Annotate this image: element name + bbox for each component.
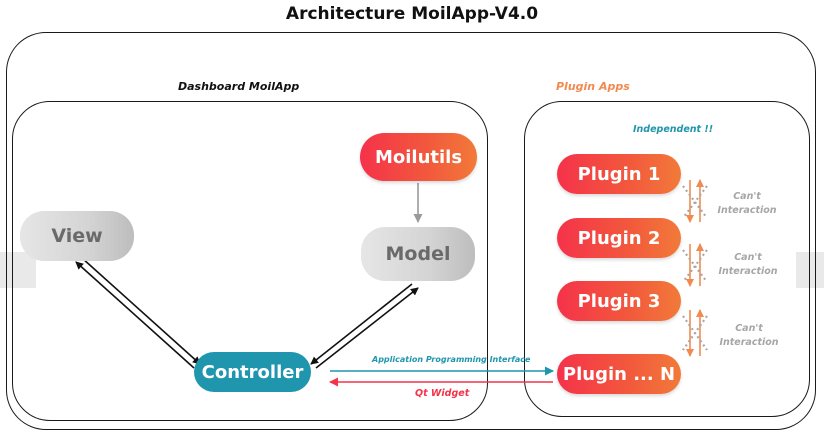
right-scroll-tab[interactable] [796,252,824,288]
plugin-n-node: Plugin ... N [557,354,681,394]
architecture-frame [6,32,816,430]
diagram-title: Architecture MoilApp-V4.0 [285,4,539,24]
moilutils-node: Moilutils [360,133,477,181]
plugin-1-node: Plugin 1 [557,154,681,194]
view-node: View [20,211,134,261]
model-node: Model [361,227,475,281]
model-to-controller-arrow [310,283,413,365]
plugin-apps-frame [524,101,810,417]
plugin-separator-arrows [686,179,704,357]
controller-to-model-arrow [315,287,419,369]
plugin-apps-label: Plugin Apps [556,80,630,93]
plugin-3-node: Plugin 3 [557,281,681,321]
controller-to-view-arrow [75,261,195,369]
plugin-2-node: Plugin 2 [557,218,681,258]
dashboard-frame [12,101,488,421]
independent-label: Independent !! [633,124,714,135]
api-label: Application Programming Interface [372,355,531,364]
qt-widget-label: Qt Widget [415,388,470,399]
cant-interaction-crosses [682,185,708,351]
view-to-controller-arrow [81,257,201,365]
dashboard-label: Dashboard MoilApp [178,80,300,93]
controller-node: Controller [194,352,311,392]
